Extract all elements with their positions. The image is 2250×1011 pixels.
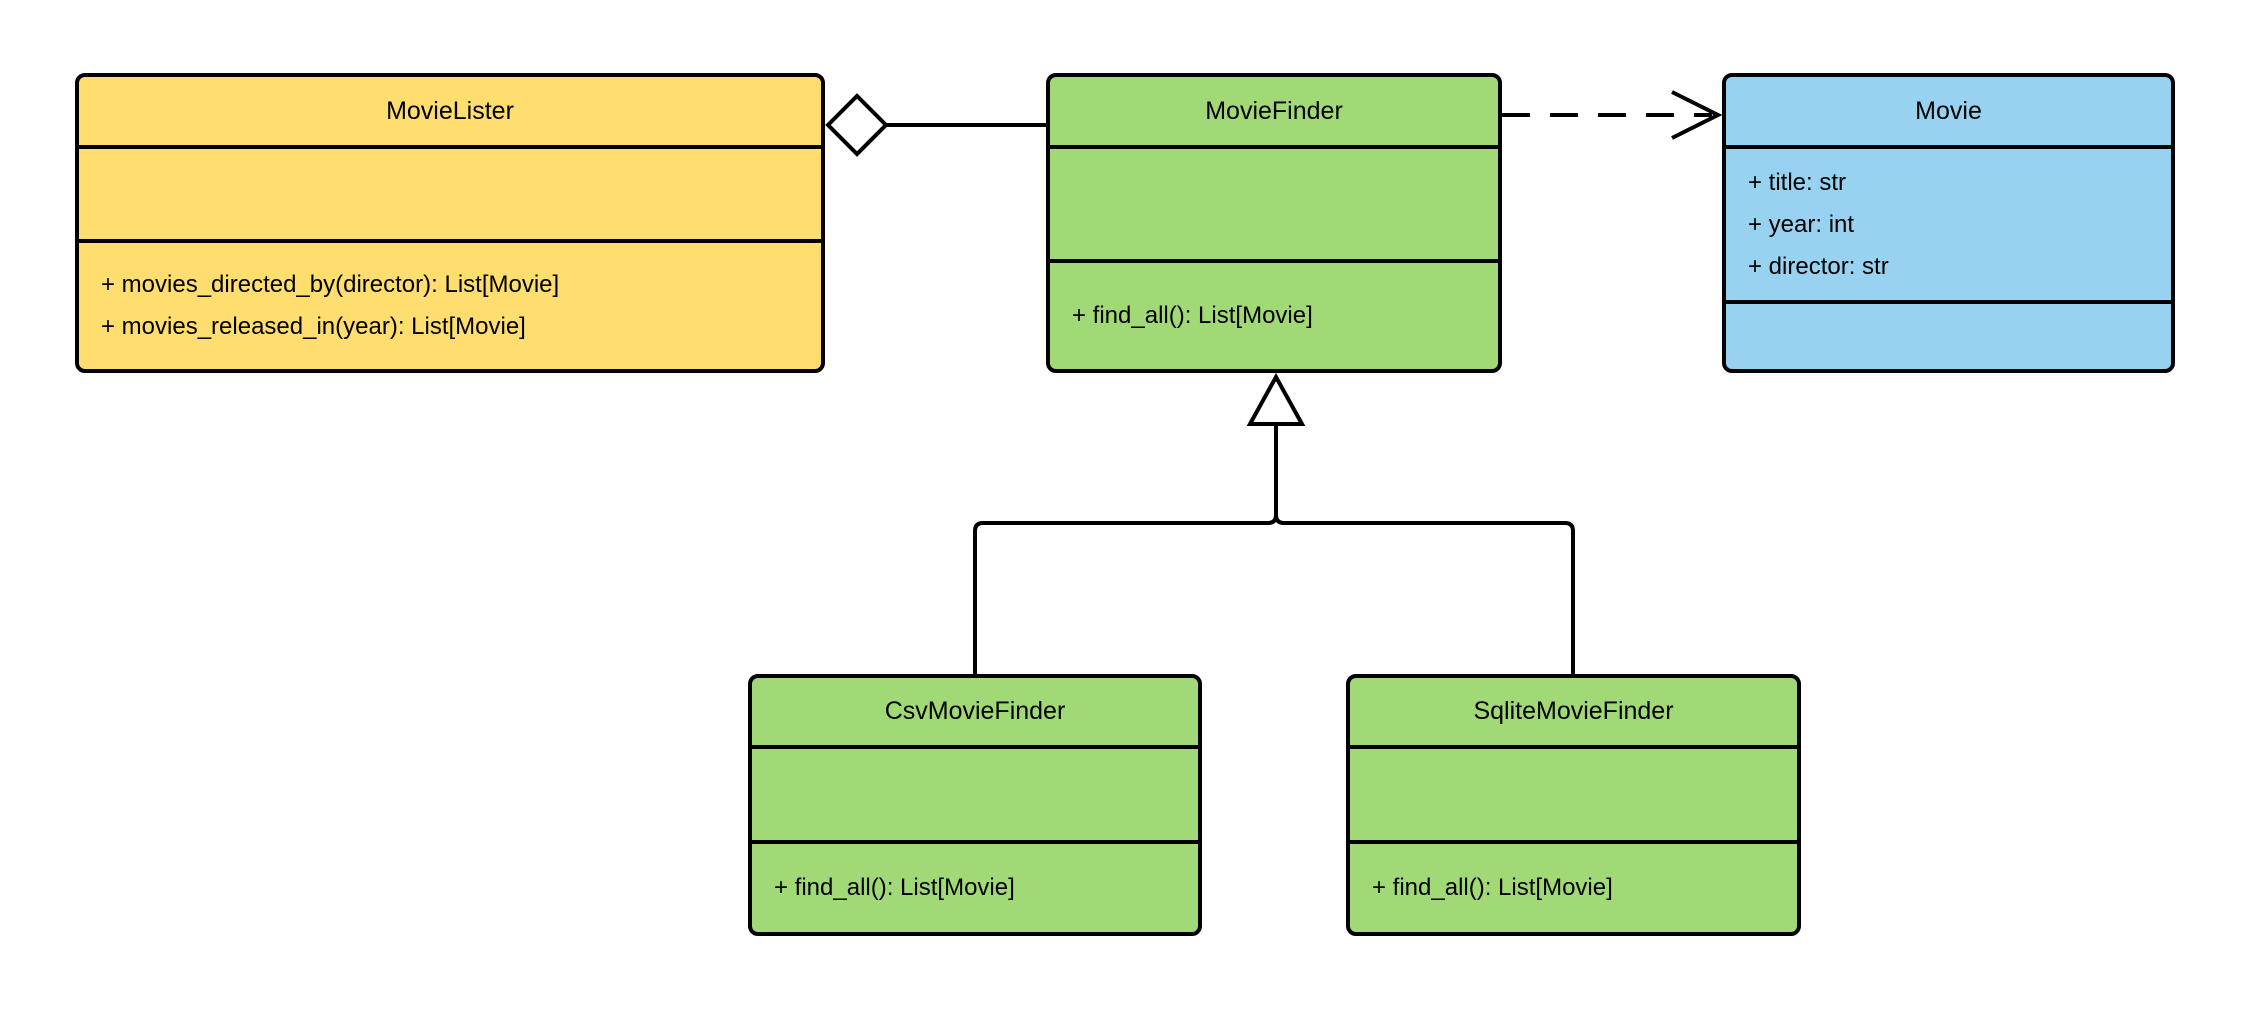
method-label: + find_all(): List[Movie] <box>1372 874 1613 901</box>
attributes-compartment <box>1050 149 1498 263</box>
attribute-label: + title: str <box>1748 168 1847 196</box>
class-box-sqlitemoviefinder[interactable]: SqliteMovieFinder + find_all(): List[Mov… <box>1346 674 1801 936</box>
class-title: MovieLister <box>79 77 821 149</box>
methods-compartment: + find_all(): List[Movie] <box>752 844 1198 932</box>
class-box-movie[interactable]: Movie + title: str + year: int + directo… <box>1722 73 2175 373</box>
attributes-compartment <box>1350 749 1797 844</box>
class-title: CsvMovieFinder <box>752 678 1198 749</box>
generalization-connector-csvmoviefinder[interactable] <box>973 424 1278 674</box>
open-arrowhead-icon <box>1671 90 1723 140</box>
class-box-movielister[interactable]: MovieLister + movies_directed_by(directo… <box>75 73 825 373</box>
class-title: MovieFinder <box>1050 77 1498 149</box>
dependency-connector-moviefinder-movie[interactable] <box>1502 90 1723 140</box>
attributes-compartment <box>79 149 821 243</box>
attribute-label: + director: str <box>1748 252 1889 280</box>
generalization-connector-sqlitemoviefinder[interactable] <box>1274 424 1575 674</box>
method-label: + find_all(): List[Movie] <box>1072 302 1313 329</box>
class-title: SqliteMovieFinder <box>1350 678 1797 749</box>
class-box-csvmoviefinder[interactable]: CsvMovieFinder + find_all(): List[Movie] <box>748 674 1202 936</box>
methods-compartment: + find_all(): List[Movie] <box>1050 263 1498 369</box>
attributes-compartment <box>752 749 1198 844</box>
inheritance-triangle-icon <box>1246 372 1306 426</box>
methods-compartment: + movies_directed_by(director): List[Mov… <box>79 243 821 369</box>
attribute-label: + year: int <box>1748 210 1855 238</box>
aggregation-diamond-icon <box>825 93 889 157</box>
aggregation-connector-movielister-moviefinder[interactable] <box>825 93 1046 157</box>
attributes-compartment: + title: str + year: int + director: str <box>1726 149 2171 304</box>
method-label: + find_all(): List[Movie] <box>774 874 1015 901</box>
class-box-moviefinder[interactable]: MovieFinder + find_all(): List[Movie] <box>1046 73 1502 373</box>
class-title: Movie <box>1726 77 2171 149</box>
methods-compartment <box>1726 304 2171 369</box>
method-label: + movies_released_in(year): List[Movie] <box>101 313 526 340</box>
methods-compartment: + find_all(): List[Movie] <box>1350 844 1797 932</box>
method-label: + movies_directed_by(director): List[Mov… <box>101 271 560 298</box>
